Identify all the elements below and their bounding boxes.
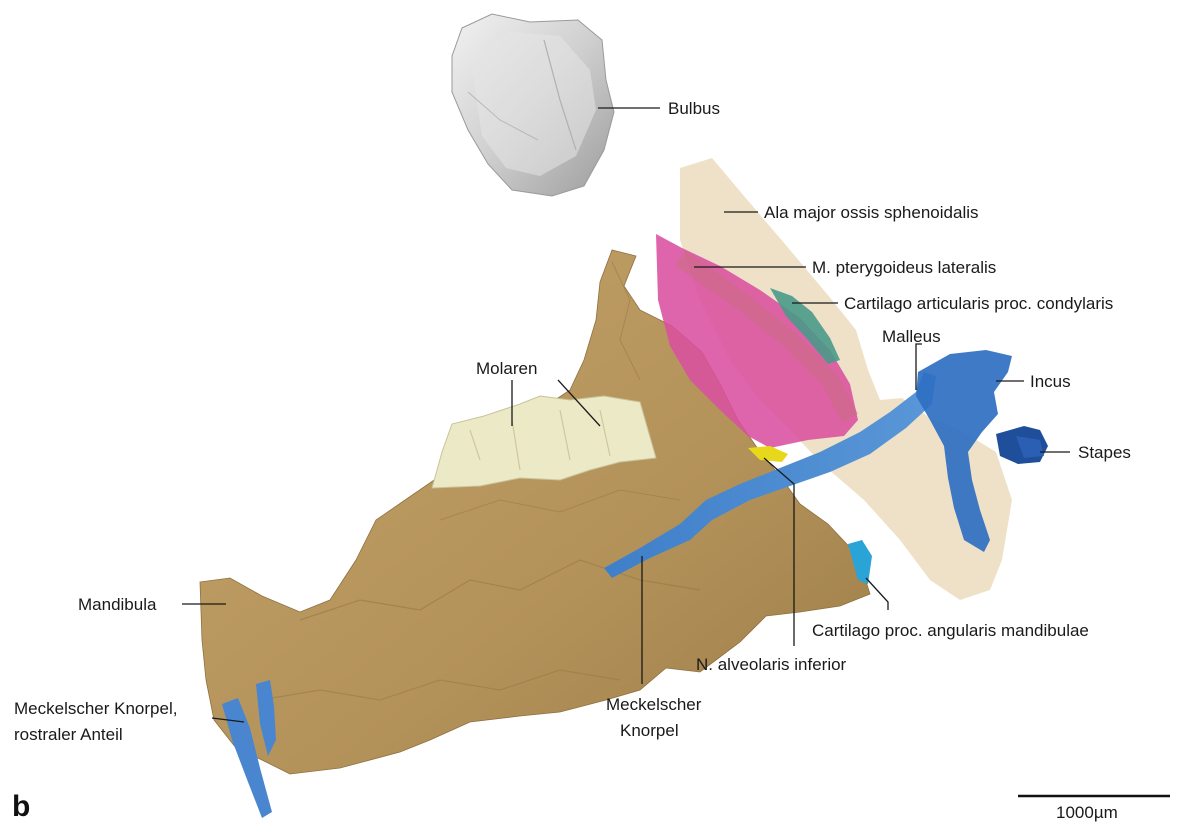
- label-incus: Incus: [1030, 372, 1071, 391]
- label-stapes: Stapes: [1078, 443, 1131, 462]
- label-cartilago-angularis: Cartilago proc. angularis mandibulae: [812, 621, 1089, 640]
- label-meckel-rostral-line2: rostraler Anteil: [14, 725, 123, 744]
- label-malleus: Malleus: [882, 327, 941, 346]
- label-bulbus: Bulbus: [668, 99, 720, 118]
- label-meckel-line2: Knorpel: [620, 721, 679, 740]
- label-mandibula: Mandibula: [78, 595, 157, 614]
- panel-letter: b: [12, 790, 30, 823]
- label-meckel-rostral-line1: Meckelscher Knorpel,: [14, 699, 177, 718]
- scale-bar-label: 1000µm: [1056, 803, 1118, 822]
- label-n-alveolaris: N. alveolaris inferior: [696, 655, 847, 674]
- label-ala-major: Ala major ossis sphenoidalis: [764, 203, 979, 222]
- scale-bar: 1000µm: [1018, 796, 1170, 822]
- label-cartilago-articularis: Cartilago articularis proc. condylaris: [844, 294, 1113, 313]
- label-molaren: Molaren: [476, 359, 537, 378]
- bulbus-structure: [452, 14, 614, 196]
- label-m-pterygoideus: M. pterygoideus lateralis: [812, 258, 996, 277]
- label-meckel-line1: Meckelscher: [606, 695, 702, 714]
